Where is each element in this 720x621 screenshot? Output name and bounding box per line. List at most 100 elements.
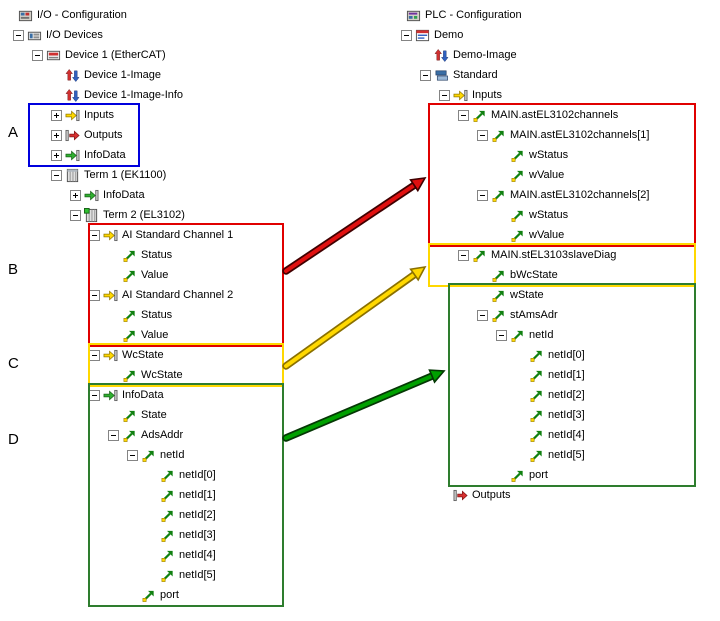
io-node-i-o-configuration[interactable]: I/O - Configuration — [2, 5, 233, 25]
expander-minus-icon[interactable] — [458, 249, 469, 261]
io-node-netid-2[interactable]: netId[2] — [2, 505, 233, 525]
expander-minus-icon[interactable] — [401, 29, 412, 41]
expander-plus-icon[interactable] — [51, 129, 62, 141]
io-node-outputs[interactable]: Outputs — [2, 125, 233, 145]
tree-node-label: AdsAddr — [141, 429, 184, 441]
io-node-netid-1[interactable]: netId[1] — [2, 485, 233, 505]
var-in-icon — [510, 468, 525, 483]
io-node-netid-0[interactable]: netId[0] — [2, 465, 233, 485]
expander-minus-icon[interactable] — [477, 129, 488, 141]
var-in-icon — [160, 508, 175, 523]
plc-node-wstate[interactable]: wState — [390, 285, 649, 305]
expander-minus-icon[interactable] — [89, 389, 100, 401]
io-node-netid-3[interactable]: netId[3] — [2, 525, 233, 545]
expander-minus-icon[interactable] — [51, 169, 62, 181]
io-node-i-o-devices[interactable]: I/O Devices — [2, 25, 233, 45]
expander-minus-icon[interactable] — [477, 309, 488, 321]
io-node-port[interactable]: port — [2, 585, 233, 605]
tree-node-label: InfoData — [84, 149, 126, 161]
plc-node-demo-image[interactable]: Demo-Image — [390, 45, 649, 65]
io-node-adsaddr[interactable]: AdsAddr — [2, 425, 233, 445]
plc-node-main-astel3102channels-1[interactable]: MAIN.astEL3102channels[1] — [390, 125, 649, 145]
expander-minus-icon[interactable] — [496, 329, 507, 341]
io-node-inputs[interactable]: Inputs — [2, 105, 233, 125]
plc-node-outputs[interactable]: Outputs — [390, 485, 649, 505]
io-node-state[interactable]: State — [2, 405, 233, 425]
expander-minus-icon[interactable] — [108, 429, 119, 441]
expander-minus-icon[interactable] — [89, 349, 100, 361]
tree-node-label: AI Standard Channel 2 — [122, 289, 234, 301]
plc-node-wvalue[interactable]: wValue — [390, 165, 649, 185]
io-node-device-1-image-info[interactable]: Device 1-Image-Info — [2, 85, 233, 105]
plc-node-port[interactable]: port — [390, 465, 649, 485]
plc-node-netid-1[interactable]: netId[1] — [390, 365, 649, 385]
expander-minus-icon[interactable] — [439, 89, 450, 101]
tree-node-label: stAmsAdr — [510, 309, 558, 321]
io-node-netid-4[interactable]: netId[4] — [2, 545, 233, 565]
io-node-term-1-ek1100[interactable]: Term 1 (EK1100) — [2, 165, 233, 185]
plc-node-netid-5[interactable]: netId[5] — [390, 445, 649, 465]
plc-node-demo[interactable]: Demo — [390, 25, 649, 45]
infodata-group-icon — [65, 148, 80, 163]
expander-minus-icon[interactable] — [477, 189, 488, 201]
plc-node-wstatus[interactable]: wStatus — [390, 145, 649, 165]
expander-minus-icon[interactable] — [13, 29, 24, 41]
tree-node-label: netId[1] — [548, 369, 585, 381]
var-in-icon — [529, 388, 544, 403]
plc-node-netid-2[interactable]: netId[2] — [390, 385, 649, 405]
device-ethercat-icon — [46, 48, 61, 63]
var-in-icon — [491, 188, 506, 203]
tree-node-label: I/O - Configuration — [37, 9, 127, 21]
expander-minus-icon[interactable] — [458, 109, 469, 121]
plc-node-main-astel3102channels[interactable]: MAIN.astEL3102channels — [390, 105, 649, 125]
plc-node-wstatus[interactable]: wStatus — [390, 205, 649, 225]
plc-node-netid[interactable]: netId — [390, 325, 649, 345]
tree-node-label: Term 1 (EK1100) — [84, 169, 167, 181]
tree-node-label: netId[1] — [179, 489, 216, 501]
io-node-infodata[interactable]: InfoData — [2, 145, 233, 165]
expander-minus-icon[interactable] — [32, 49, 43, 61]
io-node-status[interactable]: Status — [2, 305, 233, 325]
plc-node-main-astel3102channels-2[interactable]: MAIN.astEL3102channels[2] — [390, 185, 649, 205]
expander-minus-icon[interactable] — [127, 449, 138, 461]
tree-node-label: wValue — [529, 169, 565, 181]
plc-node-main-stel3103slavediag[interactable]: MAIN.stEL3103slaveDiag — [390, 245, 649, 265]
io-node-value[interactable]: Value — [2, 265, 233, 285]
io-node-value[interactable]: Value — [2, 325, 233, 345]
plc-node-netid-4[interactable]: netId[4] — [390, 425, 649, 445]
tree-node-label: PLC - Configuration — [425, 9, 522, 21]
io-node-wcstate[interactable]: WcState — [2, 345, 233, 365]
io-node-ai-standard-channel-1[interactable]: AI Standard Channel 1 — [2, 225, 233, 245]
plc-node-stamsadr[interactable]: stAmsAdr — [390, 305, 649, 325]
plc-node-netid-3[interactable]: netId[3] — [390, 405, 649, 425]
plc-node-standard[interactable]: Standard — [390, 65, 649, 85]
expander-plus-icon[interactable] — [51, 149, 62, 161]
expander-minus-icon[interactable] — [70, 209, 81, 221]
tree-node-label: InfoData — [122, 389, 164, 401]
infodata-group-icon — [103, 388, 118, 403]
plc-node-bwcstate[interactable]: bWcState — [390, 265, 649, 285]
tree-node-label: MAIN.stEL3103slaveDiag — [491, 249, 617, 261]
io-node-term-2-el3102[interactable]: Term 2 (EL3102) — [2, 205, 233, 225]
io-node-device-1-ethercat[interactable]: Device 1 (EtherCAT) — [2, 45, 233, 65]
iec-demo-icon — [415, 28, 430, 43]
plc-node-wvalue[interactable]: wValue — [390, 225, 649, 245]
io-node-wcstate[interactable]: WcState — [2, 365, 233, 385]
expander-minus-icon[interactable] — [420, 69, 431, 81]
plc-node-plc-configuration[interactable]: PLC - Configuration — [390, 5, 649, 25]
io-node-infodata[interactable]: InfoData — [2, 185, 233, 205]
plc-node-netid-0[interactable]: netId[0] — [390, 345, 649, 365]
io-node-ai-standard-channel-2[interactable]: AI Standard Channel 2 — [2, 285, 233, 305]
io-node-status[interactable]: Status — [2, 245, 233, 265]
io-node-netid-5[interactable]: netId[5] — [2, 565, 233, 585]
image-icon — [65, 68, 80, 83]
expander-minus-icon[interactable] — [89, 289, 100, 301]
expander-plus-icon[interactable] — [51, 109, 62, 121]
io-node-device-1-image[interactable]: Device 1-Image — [2, 65, 233, 85]
expander-plus-icon[interactable] — [70, 189, 81, 201]
io-node-netid[interactable]: netId — [2, 445, 233, 465]
io-node-infodata[interactable]: InfoData — [2, 385, 233, 405]
plc-node-inputs[interactable]: Inputs — [390, 85, 649, 105]
expander-minus-icon[interactable] — [89, 229, 100, 241]
